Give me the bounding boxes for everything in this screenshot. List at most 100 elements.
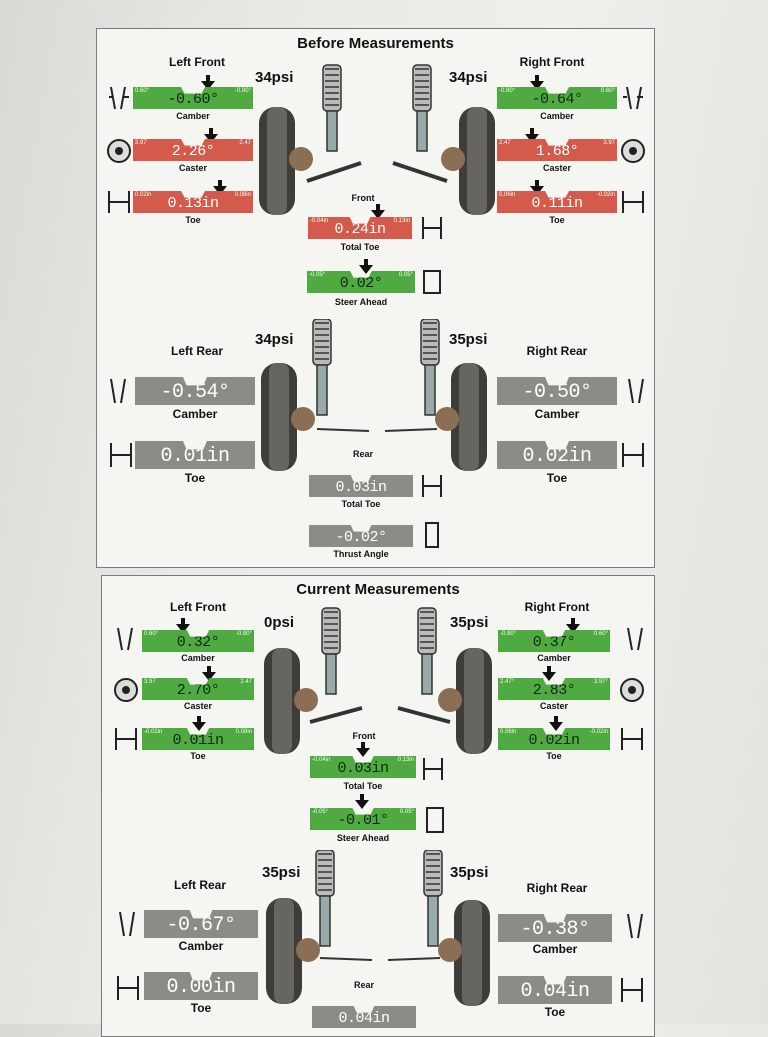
left-front-psi: 0psi	[264, 614, 295, 631]
right-front-heading: Right Front	[519, 55, 585, 69]
camber-wheel-icon	[627, 913, 643, 939]
rear-total-toe-gauge: 0.03in	[309, 475, 413, 497]
right-rear-heading: Right Rear	[526, 881, 588, 895]
right-front-camber-gauge: -0.90°0.60° -0.64°	[497, 87, 617, 109]
right-front-camber-gauge: -0.90°0.60° 0.37°	[498, 630, 610, 652]
camber-wheel-icon	[110, 378, 126, 404]
camber-wheel-icon	[119, 911, 135, 937]
toe-label: Toe	[184, 471, 206, 485]
arrow-indicator	[525, 128, 539, 143]
panel-title: Before Measurements	[297, 35, 454, 52]
front-suspension-diagram	[264, 607, 492, 754]
left-rear-camber-gauge: -0.54°	[135, 377, 255, 405]
camber-label: Camber	[181, 653, 215, 663]
right-rear-psi: 35psi	[449, 331, 488, 348]
caster-wheel-icon	[621, 139, 645, 163]
toe-wheel-icon	[108, 191, 130, 213]
steer-ahead-car-icon	[426, 807, 444, 833]
caster-label: Caster	[178, 163, 207, 173]
right-rear-toe-gauge: 0.04in	[498, 976, 612, 1004]
left-rear-heading: Left Rear	[170, 344, 223, 358]
right-rear-camber-gauge: -0.50°	[497, 377, 617, 405]
toe-wheel-icon	[622, 443, 644, 467]
right-front-psi: 34psi	[449, 69, 488, 86]
toe-wheel-icon	[110, 443, 132, 467]
camber-label: Camber	[176, 111, 210, 121]
toe-wheel-icon	[621, 728, 643, 750]
toe-wheel-icon	[115, 728, 137, 750]
right-front-caster-gauge: 2.47°3.97° 2.83°	[498, 678, 610, 700]
right-front-psi: 35psi	[450, 614, 489, 631]
rear-suspension-diagram	[266, 850, 490, 1006]
right-front-toe-gauge: 0.06in-0.02in 0.11in	[497, 191, 617, 213]
camber-label: Camber	[534, 407, 580, 421]
toe-wheel-icon	[117, 976, 139, 1000]
camber-wheel-icon	[627, 627, 643, 651]
camber-wheel-icon	[117, 627, 133, 651]
right-rear-camber-gauge: -0.38°	[498, 914, 612, 942]
caster-label: Caster	[542, 163, 571, 173]
left-rear-toe-gauge: 0.01in	[135, 441, 255, 469]
right-rear-toe-gauge: 0.02in	[497, 441, 617, 469]
arrow-indicator	[530, 180, 544, 195]
camber-label: Camber	[532, 942, 578, 956]
steer-ahead-gauge: -0.05°0.05° -0.01°	[310, 808, 416, 830]
left-rear-camber-gauge: -0.67°	[144, 910, 258, 938]
before-measurements-panel: Before Measurements Left Front 34psi 0.6…	[96, 28, 655, 568]
arrow-indicator	[204, 128, 218, 143]
toe-wheel-icon	[622, 191, 644, 213]
caster-wheel-icon	[107, 139, 131, 163]
arrow-indicator	[566, 618, 580, 633]
steer-ahead-label: Steer Ahead	[336, 833, 390, 843]
thrust-angle-gauge: -0.02°	[309, 525, 413, 547]
caster-wheel-icon	[620, 678, 644, 702]
rear-total-toe-gauge: 0.04in	[312, 1006, 416, 1028]
right-front-toe-gauge: 0.06in-0.02in 0.02in	[498, 728, 610, 750]
toe-label: Toe	[190, 1001, 212, 1015]
toe-label: Toe	[185, 215, 201, 225]
left-rear-psi: 35psi	[262, 864, 301, 881]
arrow-indicator	[530, 75, 544, 90]
total-toe-car-icon	[422, 475, 442, 497]
right-rear-heading: Right Rear	[526, 344, 588, 358]
current-measurements-panel: Current Measurements Left Front 0psi 0.6…	[101, 575, 655, 1037]
toe-label: Toe	[546, 751, 562, 761]
arrow-indicator	[549, 716, 563, 731]
steer-ahead-gauge: -0.05°0.05° 0.02°	[307, 271, 415, 293]
camber-wheel-icon	[109, 86, 129, 110]
panel-title: Current Measurements	[296, 581, 460, 598]
camber-label: Camber	[178, 939, 224, 953]
left-rear-psi: 34psi	[255, 331, 294, 348]
total-toe-label: Total Toe	[340, 242, 380, 252]
camber-label: Camber	[540, 111, 574, 121]
rear-axle-label: Rear	[353, 980, 374, 990]
front-axle-label: Front	[351, 193, 375, 203]
left-front-heading: Left Front	[170, 600, 226, 614]
arrow-indicator	[201, 75, 215, 90]
left-front-heading: Left Front	[169, 55, 225, 69]
arrow-indicator	[176, 618, 190, 633]
caster-label: Caster	[183, 701, 212, 711]
camber-wheel-icon	[628, 378, 644, 404]
toe-label: Toe	[549, 215, 565, 225]
arrow-indicator	[355, 794, 369, 809]
total-toe-car-icon	[423, 758, 443, 780]
thrust-angle-label: Thrust Angle	[333, 549, 389, 559]
toe-label: Toe	[544, 1005, 566, 1019]
camber-label: Camber	[537, 653, 571, 663]
rear-axle-label: Rear	[352, 449, 373, 459]
arrow-indicator	[202, 666, 216, 681]
arrow-indicator	[359, 259, 373, 274]
arrow-indicator	[542, 666, 556, 681]
total-toe-label: Total Toe	[343, 781, 383, 791]
right-front-heading: Right Front	[524, 600, 590, 614]
thrust-angle-car-icon	[425, 522, 439, 548]
rear-suspension-diagram	[261, 319, 487, 471]
front-suspension-diagram	[259, 64, 495, 215]
